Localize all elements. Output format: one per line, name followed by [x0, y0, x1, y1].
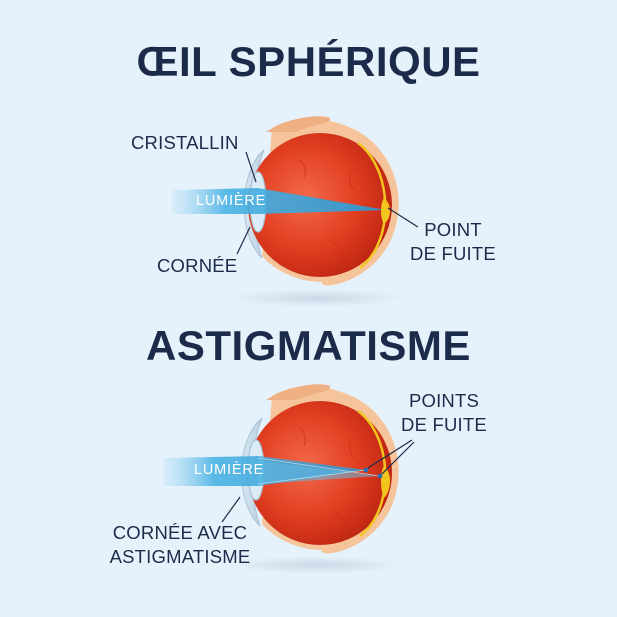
retina-spot-2	[381, 466, 390, 498]
light-beam-2b	[258, 460, 380, 484]
title-spherical-eye: ŒIL SPHÉRIQUE	[136, 38, 481, 85]
label-cornea-astigmatism: CORNÉE AVEC ASTIGMATISME	[98, 521, 262, 569]
sclera-upper-flap-2	[266, 384, 331, 400]
vanishing-points-leader-line	[381, 441, 415, 475]
label-lens: CRISTALLIN	[131, 132, 239, 153]
beam-ray	[257, 469, 367, 485]
label-vanishing-points: POINTS DE FUITE	[394, 389, 494, 437]
eye-shadow-2	[228, 556, 408, 574]
label-vanishing-points-line2: DE FUITE	[401, 414, 487, 435]
title-astigmatism: ASTIGMATISME	[146, 322, 471, 369]
vein	[299, 159, 355, 259]
focal-point	[363, 467, 369, 473]
label-vanishing-point-line2: DE FUITE	[410, 243, 496, 264]
label-cornea-astigmatism-line2: ASTIGMATISME	[109, 546, 251, 567]
spherical-eye	[172, 116, 419, 307]
beam-ray	[257, 457, 381, 477]
vein-2	[299, 427, 355, 527]
label-vanishing-point-line1: POINT	[424, 219, 482, 240]
sclera-upper-flap	[266, 116, 331, 132]
lens-leader-line	[245, 151, 257, 183]
light-beam	[172, 188, 386, 214]
label-light-top: LUMIÈRE	[196, 193, 267, 209]
label-vanishing-points-line1: POINTS	[408, 390, 480, 411]
astigmatic-eye	[163, 384, 415, 574]
focal-point	[377, 473, 383, 479]
eye-shadow	[228, 289, 408, 307]
cornea-astig-leader-line	[221, 496, 241, 523]
label-light-bottom: LUMIÈRE	[194, 462, 265, 478]
vanishing-point-leader-line	[387, 207, 419, 228]
label-cornea: CORNÉE	[157, 255, 238, 276]
vanishing-point-spot	[381, 198, 390, 224]
vanishing-points-leader-line	[367, 439, 413, 469]
label-cornea-astigmatism-line1: CORNÉE AVEC	[112, 522, 248, 543]
label-vanishing-point: POINT DE FUITE	[406, 218, 500, 266]
cornea-leader-line	[236, 226, 251, 255]
